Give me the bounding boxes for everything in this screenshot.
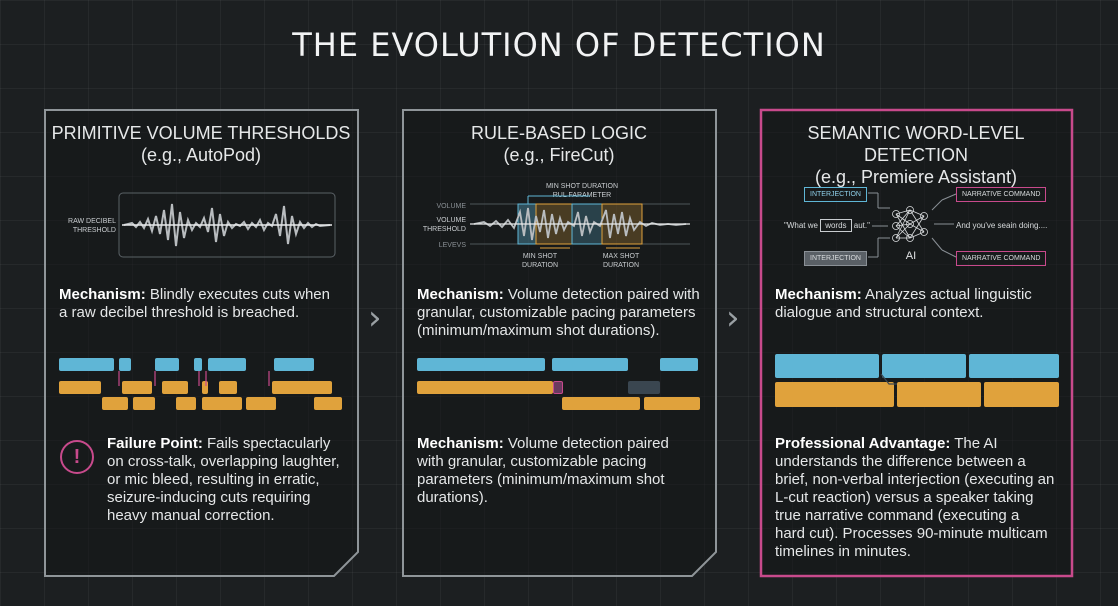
timeline-clip: [552, 358, 628, 371]
timeline-clip: [246, 397, 276, 410]
timeline-clip: [208, 358, 246, 371]
waveform-diagram: [118, 192, 336, 258]
mechanism-text-2: Mechanism: Volume detection paired with …: [417, 435, 669, 506]
panel-volume-thresholds: PRIMITIVE VOLUME THRESHOLDS (e.g., AutoP…: [44, 110, 358, 576]
waveform-label: RAW DECIBEL THRESHOLD: [68, 218, 116, 234]
timeline-clip: [202, 381, 208, 394]
continuation-text: And you've seain doing....: [956, 221, 1048, 230]
timeline-clip: [219, 381, 237, 394]
threshold-label: VOLUME THRESHOLD: [422, 217, 466, 233]
timeline-clip: [628, 381, 660, 394]
timeline-clip: [882, 354, 966, 378]
timeline-clip: [176, 397, 196, 410]
max-shot-label: MAX SHOT DURATION: [602, 253, 640, 269]
panel-title: SEMANTIC WORD-LEVEL DETECTION (e.g., Pre…: [807, 123, 1025, 187]
timeline-clip: [119, 358, 131, 371]
timeline-clip: [644, 397, 700, 410]
timeline-clip: [162, 381, 188, 394]
timeline-clip: [660, 358, 698, 371]
page-title: THE EVOLUTION OF DETECTION: [292, 26, 826, 64]
min-shot-label: MIN SHOT DURATION: [521, 253, 559, 269]
interjection-tag: INTERJECTION: [804, 187, 867, 202]
timeline-clip: [562, 397, 640, 410]
timeline-clip: [775, 354, 879, 378]
mechanism-text: Mechanism: Blindly executes cuts when a …: [59, 286, 330, 321]
mechanism-text: Mechanism: Volume detection paired with …: [417, 286, 700, 339]
panel-semantic-detection: SEMANTIC WORD-LEVEL DETECTION (e.g., Pre…: [760, 110, 1072, 576]
rule-waveform-diagram: [470, 195, 690, 249]
cut-markers: [118, 371, 270, 386]
timeline-clip: [122, 381, 152, 394]
interjection-tag: INTERJECTION: [804, 251, 867, 266]
l-cut-marker: [880, 373, 897, 385]
ai-diagram-connectors: [868, 192, 957, 258]
timeline-clip: [417, 381, 553, 394]
timeline-clip: [194, 358, 202, 371]
mechanism-text: Mechanism: Analyzes actual linguistic di…: [775, 286, 1032, 321]
neural-network-icon: [892, 206, 928, 242]
panel-frame-volume: [44, 109, 359, 577]
timeline-clip: [897, 382, 981, 407]
timeline-clip: [417, 358, 545, 371]
chevron-right-icon: ›: [726, 298, 740, 338]
warning-icon: !: [60, 440, 94, 474]
failure-text: Failure Point: Fails spectacularly on cr…: [107, 435, 340, 524]
timeline-clip: [314, 397, 342, 410]
timeline-clip: [59, 381, 101, 394]
panel-title: RULE-BASED LOGIC (e.g., FireCut): [470, 123, 648, 165]
timeline-clip: [272, 381, 332, 394]
timeline-clip: [775, 382, 894, 407]
timeline-clip: [59, 358, 114, 371]
narrative-command-tag: NARRATIVE COMMAND: [956, 187, 1047, 202]
timeline-clip: [133, 397, 155, 410]
transcript-snippet: "What we words aut.": [784, 219, 870, 232]
timeline-clip: [969, 354, 1059, 378]
volume-label: VOLUME: [436, 203, 466, 210]
panel-frame-semantic: [759, 108, 1074, 578]
timeline-clip: [155, 358, 179, 371]
timeline-clip: [274, 358, 314, 371]
advantage-text: Professional Advantage: The AI understan…: [775, 435, 1055, 560]
narrative-command-tag: NARRATIVE COMMAND: [956, 251, 1047, 266]
timeline-clip: [202, 397, 242, 410]
ai-label: AI: [905, 250, 917, 262]
timeline-clip: [553, 381, 563, 394]
highlighted-word: words: [820, 219, 852, 232]
timeline-clip: [984, 382, 1059, 407]
panel-rule-based: RULE-BASED LOGIC (e.g., FireCut) MIN SHO…: [402, 110, 716, 576]
timeline-clip: [102, 397, 128, 410]
levels-label: LEVEVS: [438, 242, 466, 249]
panel-title: PRIMITIVE VOLUME THRESHOLDS (e.g., AutoP…: [51, 123, 351, 165]
chevron-right-icon: ›: [368, 298, 382, 338]
